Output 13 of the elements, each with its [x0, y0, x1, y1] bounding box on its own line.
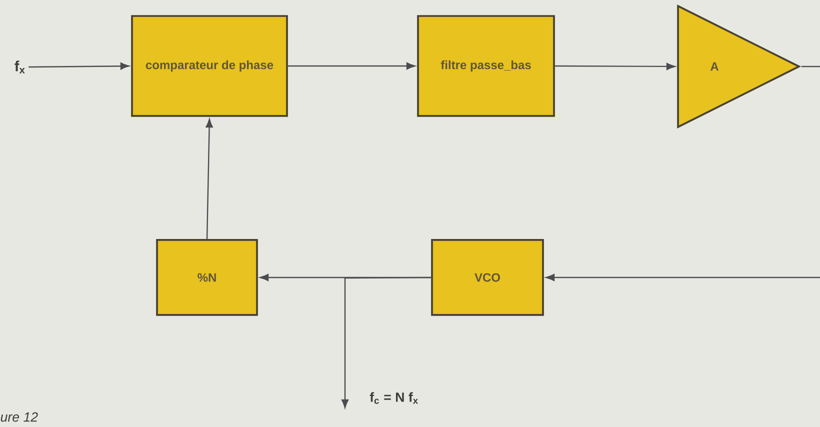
edge-label: f$_{c}$ = N f$_{x}$ [370, 392, 418, 404]
arrow [206, 118, 213, 240]
block-box: %N [156, 239, 258, 316]
block-box: VCO [431, 239, 544, 316]
signal-label: f$_{x}$ [14, 60, 25, 74]
arrow [28, 62, 130, 70]
arrow [554, 62, 676, 70]
figure-caption: ure 12 [0, 412, 38, 422]
arrow [288, 62, 416, 70]
arrow [546, 66, 820, 282]
arrow [341, 276, 432, 408]
block-box: comparateur de phase [131, 15, 288, 117]
block-box: filtre passe_bas [417, 15, 555, 117]
